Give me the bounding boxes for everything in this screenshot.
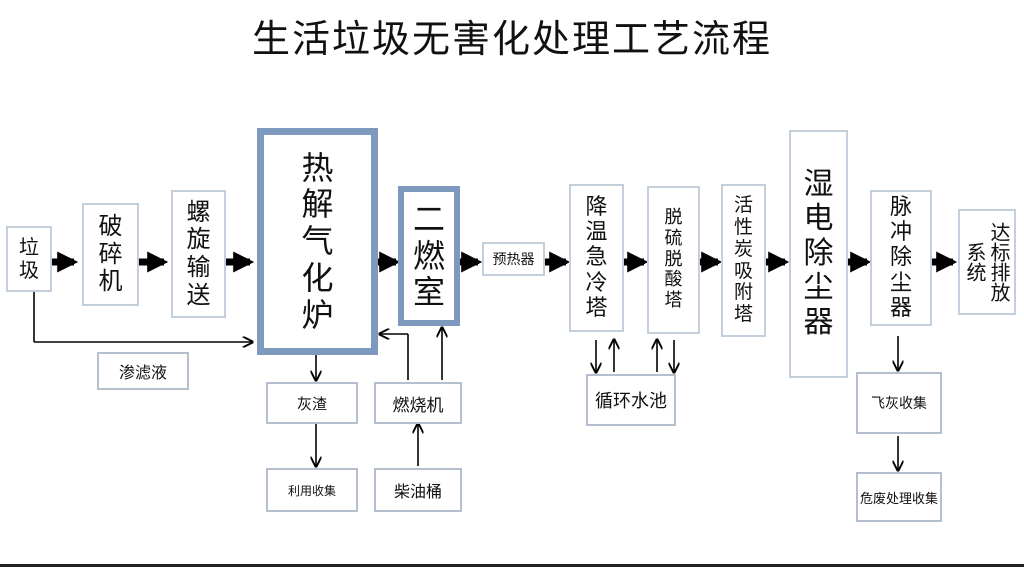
node-ash-slag: 灰渣 — [266, 382, 358, 424]
node-waste: 垃圾 — [6, 226, 52, 292]
bottom-divider — [0, 564, 1024, 567]
node-diesel-tank: 柴油桶 — [374, 468, 462, 512]
node-burner-label: 燃烧机 — [392, 395, 444, 416]
node-desulfurization-tower: 脱硫脱酸塔 — [647, 186, 700, 334]
node-preheater-label: 预热器 — [492, 252, 535, 268]
node-crusher-label: 破碎机 — [98, 212, 123, 296]
node-fly-ash-collection: 飞灰收集 — [856, 372, 942, 434]
node-burner: 燃烧机 — [374, 382, 462, 424]
node-emission: 达标排放系统 — [958, 209, 1016, 315]
node-screw-conveyor-label: 螺旋输送 — [186, 197, 211, 309]
node-emission-label: 达标排放系统 — [963, 222, 1011, 302]
node-circulating-pool-label: 循环水池 — [595, 391, 667, 412]
node-wet-esp: 湿电除尘器 — [789, 130, 848, 378]
node-leachate-label: 渗滤液 — [118, 363, 167, 382]
node-pulse-dust-collector-label: 脉冲除尘器 — [890, 194, 913, 321]
node-desulfurization-tower-label: 脱硫脱酸塔 — [664, 207, 683, 312]
node-hazardous-collection-label: 危废处理收集 — [859, 491, 938, 507]
node-secondary-combustion-label: 二燃室 — [413, 199, 446, 312]
node-ash-slag-label: 灰渣 — [296, 394, 327, 413]
node-secondary-combustion: 二燃室 — [398, 186, 460, 326]
node-activated-carbon-tower-label: 活性炭吸附塔 — [734, 193, 754, 326]
node-diesel-tank-label: 柴油桶 — [393, 482, 442, 501]
node-waste-label: 垃圾 — [19, 235, 39, 282]
node-activated-carbon-tower: 活性炭吸附塔 — [721, 184, 766, 337]
node-fly-ash-collection-label: 飞灰收集 — [871, 396, 927, 412]
node-wet-esp-label: 湿电除尘器 — [803, 166, 834, 340]
node-crusher: 破碎机 — [82, 203, 139, 306]
node-hazardous-collection: 危废处理收集 — [856, 472, 942, 522]
diagram-title: 生活垃圾无害化处理工艺流程 — [251, 17, 772, 61]
node-pulse-dust-collector: 脉冲除尘器 — [870, 190, 932, 326]
node-quench-tower-label: 降温急冷塔 — [585, 194, 608, 321]
node-preheater: 预热器 — [482, 242, 545, 276]
side-flow-arrows — [33, 292, 898, 470]
node-screw-conveyor: 螺旋输送 — [171, 190, 226, 318]
node-leachate: 渗滤液 — [97, 352, 189, 390]
node-circulating-pool: 循环水池 — [586, 374, 676, 426]
node-quench-tower: 降温急冷塔 — [569, 184, 624, 332]
node-pyrolysis-furnace-label: 热解气化炉 — [301, 148, 334, 334]
node-reuse-collection: 利用收集 — [266, 468, 358, 512]
node-reuse-collection-label: 利用收集 — [287, 483, 336, 498]
node-pyrolysis-furnace: 热解气化炉 — [257, 128, 378, 355]
